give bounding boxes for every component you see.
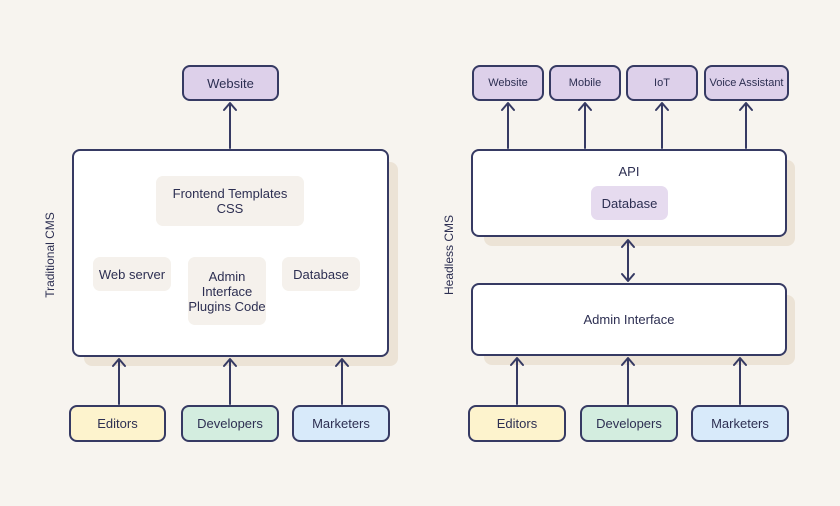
traditional-marketers-label: Marketers (312, 416, 370, 431)
headless-marketers-label: Marketers (711, 416, 769, 431)
arrow-traditional-editors (112, 358, 126, 405)
arrow-api-to-iot (655, 102, 669, 149)
traditional-database-module: Database (282, 257, 360, 291)
web-server-label: Web server (98, 266, 166, 282)
headless-developers-node: Developers (580, 405, 678, 442)
arrow-api-admin-bidirectional (621, 239, 635, 282)
headless-iot-label: IoT (654, 77, 670, 89)
arrow-headless-developers (621, 357, 635, 405)
traditional-database-label: Database (293, 266, 349, 282)
admin-interface-plugins-module: Admin Interface Plugins Code (188, 257, 266, 325)
arrow-traditional-developers (223, 358, 237, 405)
plugins-code-label: Plugins Code (188, 298, 266, 314)
frontend-templates-module: Frontend Templates CSS (156, 176, 304, 226)
headless-developers-label: Developers (596, 416, 662, 431)
headless-database-module: Database (591, 186, 668, 220)
traditional-developers-node: Developers (181, 405, 279, 442)
traditional-developers-label: Developers (197, 416, 263, 431)
headless-database-label: Database (601, 195, 658, 211)
arrow-api-to-website (501, 102, 515, 149)
headless-admin-interface-node: Admin Interface (471, 283, 787, 356)
arrow-traditional-to-website (223, 102, 237, 149)
traditional-website-node: Website (182, 65, 279, 101)
arrow-api-to-mobile (578, 102, 592, 149)
headless-marketers-node: Marketers (691, 405, 789, 442)
css-label: CSS (216, 201, 244, 216)
traditional-editors-node: Editors (69, 405, 166, 442)
traditional-marketers-node: Marketers (292, 405, 390, 442)
arrow-headless-marketers (733, 357, 747, 405)
traditional-editors-label: Editors (97, 416, 138, 431)
headless-voice-assistant-node: Voice Assistant (704, 65, 789, 101)
web-server-module: Web server (93, 257, 171, 291)
traditional-website-label: Website (207, 75, 254, 91)
api-label: API (618, 164, 640, 179)
headless-editors-label: Editors (496, 416, 538, 431)
headless-voice-assistant-label: Voice Assistant (709, 77, 784, 89)
headless-editors-node: Editors (468, 405, 566, 442)
frontend-templates-label: Frontend Templates (172, 186, 288, 201)
headless-mobile-node: Mobile (549, 65, 621, 101)
headless-mobile-label: Mobile (568, 77, 602, 89)
arrow-traditional-marketers (335, 358, 349, 405)
headless-admin-interface-label: Admin Interface (583, 312, 675, 327)
arrow-headless-editors (510, 357, 524, 405)
headless-website-node: Website (472, 65, 544, 101)
headless-iot-node: IoT (626, 65, 698, 101)
headless-website-label: Website (488, 77, 528, 89)
arrow-api-to-voice-assistant (739, 102, 753, 149)
interface-label: Interface (201, 283, 253, 299)
admin-label: Admin (208, 268, 246, 284)
